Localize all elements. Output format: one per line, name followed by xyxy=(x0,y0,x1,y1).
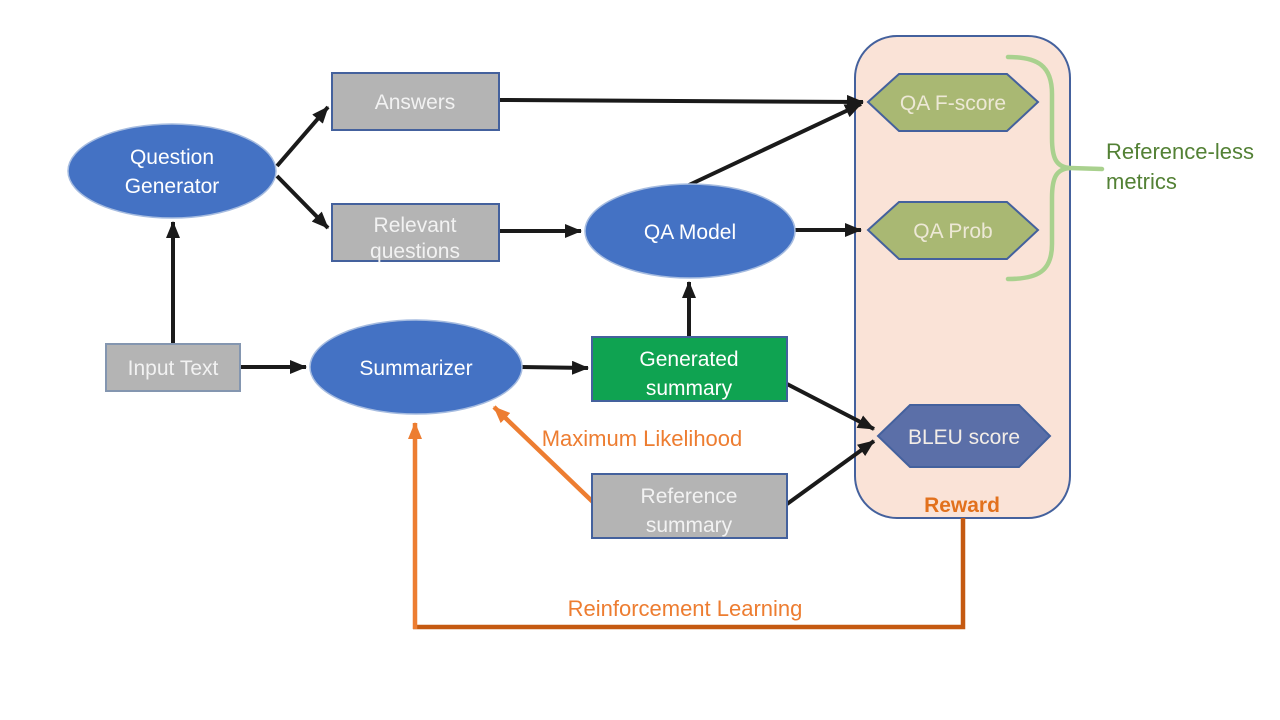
generated-summary-label-line2: summary xyxy=(646,377,733,400)
relevant-questions-label-line1: Relevant xyxy=(374,214,457,237)
black-arrows xyxy=(166,94,876,506)
reference-summary-label-line2: summary xyxy=(646,514,733,537)
brace-leader-line xyxy=(1067,165,1105,172)
node-reference-summary xyxy=(591,473,788,539)
qa-model-label: QA Model xyxy=(644,221,736,244)
arrow-answers-to-qa-f-score xyxy=(498,94,864,109)
node-answers xyxy=(331,72,500,131)
arrow-maximum-likelihood-to-summarizer xyxy=(492,405,597,506)
qa-prob-label: QA Prob xyxy=(913,220,992,243)
reference-less-metrics-label-line1: Reference-less xyxy=(1106,139,1254,164)
node-relevant-questions xyxy=(331,203,500,262)
reinforcement-learning-label: Reinforcement Learning xyxy=(568,596,803,621)
arrow-generated-summary-to-bleu xyxy=(786,382,875,431)
question-generator-label-line2: Generator xyxy=(125,175,220,198)
node-qa-prob xyxy=(866,201,1040,260)
summarizer-label: Summarizer xyxy=(359,357,472,380)
answers-label: Answers xyxy=(375,91,456,114)
arrow-reference-summary-to-bleu xyxy=(785,439,876,506)
arrow-qa-model-to-qa-f-score xyxy=(688,102,862,187)
reference-less-metrics-label-line2: metrics xyxy=(1106,169,1177,194)
node-input-text xyxy=(105,343,241,392)
maximum-likelihood-label: Maximum Likelihood xyxy=(542,426,743,451)
node-summarizer xyxy=(309,319,523,415)
reinforcement-learning-path xyxy=(413,518,966,630)
node-generated-summary xyxy=(591,336,788,402)
arrow-summarizer-to-generated-summary xyxy=(520,360,589,375)
node-qa-f-score xyxy=(866,73,1040,132)
qa-f-score-label: QA F-score xyxy=(900,92,1006,115)
input-text-label: Input Text xyxy=(128,357,219,380)
generated-summary-label-line1: Generated xyxy=(639,348,738,371)
relevant-questions-label-line2: questions xyxy=(370,240,460,263)
node-question-generator xyxy=(67,123,277,219)
node-bleu-score xyxy=(876,404,1052,468)
reference-less-brace xyxy=(1005,54,1105,282)
arrow-question-generator-to-relevant-questions xyxy=(275,174,330,230)
reward-label: Reward xyxy=(924,494,1000,517)
reference-summary-label-line1: Reference xyxy=(641,485,738,508)
bleu-score-label: BLEU score xyxy=(908,426,1020,449)
question-generator-label-line1: Question xyxy=(130,146,214,169)
arrow-question-generator-to-answers xyxy=(275,105,330,168)
node-qa-model xyxy=(584,183,796,279)
